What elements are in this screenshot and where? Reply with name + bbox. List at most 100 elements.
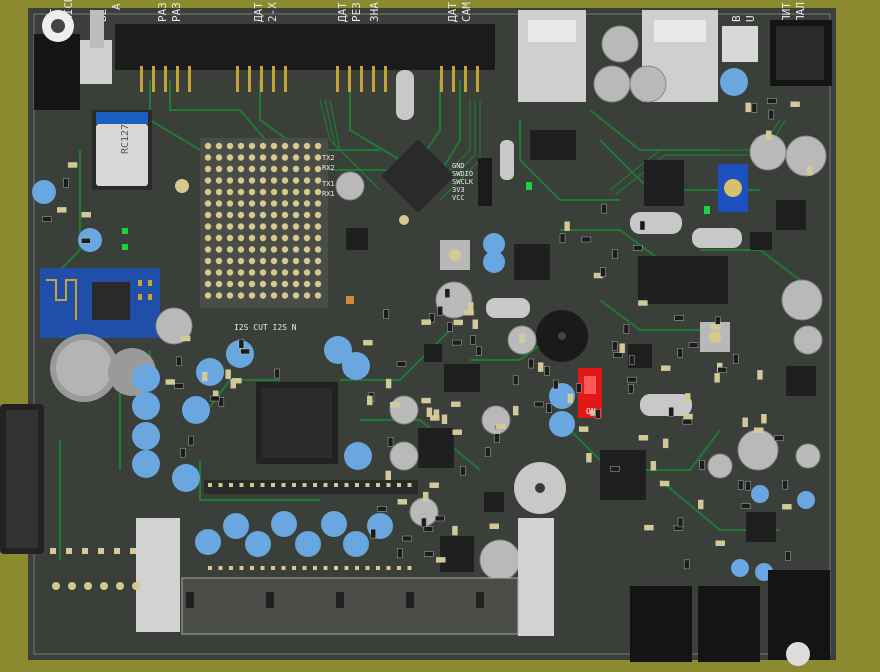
- header-pin: [365, 566, 370, 570]
- proto-pad: [281, 142, 289, 150]
- smd-part: [428, 313, 435, 323]
- pad: [132, 582, 140, 590]
- proto-pad: [292, 234, 300, 242]
- smd-part: [782, 479, 788, 490]
- proto-pad: [259, 200, 267, 207]
- edge-label: ДАТ: [336, 2, 349, 22]
- smd-part: [638, 435, 649, 441]
- header-pin: [292, 566, 296, 570]
- smd-part: [638, 300, 648, 306]
- proto-pad: [281, 234, 289, 242]
- proto-pad: [303, 188, 311, 196]
- proto-pad: [204, 177, 212, 184]
- proto-pad: [303, 165, 311, 173]
- smd-part: [564, 221, 570, 231]
- proto-pad: [215, 165, 223, 173]
- proto-pad: [270, 165, 278, 173]
- proto-pad: [237, 154, 245, 161]
- side-connector-face: [6, 410, 38, 548]
- proto-pad: [237, 246, 245, 253]
- smd-part: [698, 499, 704, 510]
- proto-pad: [259, 165, 267, 173]
- usb-port-1-slot: [528, 20, 576, 42]
- smd-part: [751, 103, 758, 113]
- usb-bridge-chip: [381, 139, 455, 213]
- proto-pad: [259, 188, 267, 196]
- trimmer-knob: [724, 179, 742, 197]
- smd-part: [180, 448, 186, 458]
- smd-part: [661, 365, 671, 371]
- usb-hub-chip: [530, 130, 576, 160]
- proto-pad: [281, 154, 289, 161]
- smd-part: [553, 379, 559, 390]
- proto-pad: [270, 292, 278, 299]
- proto-pad: [226, 257, 234, 265]
- proto-pad: [204, 165, 212, 173]
- proto-pad: [270, 246, 278, 253]
- smd-part: [546, 403, 552, 413]
- proto-pad: [237, 234, 245, 242]
- smd-part: [377, 506, 387, 512]
- smd-part: [662, 438, 669, 449]
- edge-label: ПИТ: [780, 2, 793, 22]
- header-pin: [260, 483, 265, 487]
- led-orange: [346, 296, 354, 304]
- proto-pad: [270, 234, 278, 242]
- smd-part: [761, 414, 767, 424]
- proto-pad: [259, 211, 267, 219]
- proto-pad: [248, 280, 256, 288]
- proto-pad: [314, 177, 322, 184]
- proto-pad: [237, 177, 245, 184]
- proto-pad: [248, 165, 256, 173]
- crystal-2: [692, 228, 742, 248]
- adc-chip: [514, 244, 550, 280]
- small-chip-4: [424, 344, 442, 362]
- smd-components: [41, 98, 813, 570]
- smd-part: [452, 339, 462, 346]
- proto-pad: [303, 257, 311, 265]
- proto-pad: [292, 223, 300, 230]
- pad: [52, 582, 60, 590]
- smd-part: [717, 367, 727, 373]
- edge-labels: ST MICR BL A РАЗ РАЗ ДАТ 2-Х ДАТ РЕЗ ЗНА…: [48, 0, 807, 22]
- header-pin: [292, 483, 296, 487]
- proto-pad: [270, 142, 278, 150]
- proto-pad: [237, 269, 245, 276]
- smd-part: [165, 379, 175, 385]
- proto-pad: [314, 280, 322, 288]
- smd-part: [402, 535, 412, 542]
- audio-jack-hole: [51, 19, 65, 33]
- smd-part: [528, 358, 534, 369]
- smd-part: [600, 267, 606, 277]
- bt-antenna: [96, 112, 148, 124]
- proto-pad: [292, 188, 300, 196]
- edge-label: ЗНА: [368, 2, 381, 22]
- proto-pad: [226, 269, 234, 276]
- bt-module-shield: [96, 124, 148, 186]
- smd-part: [174, 383, 184, 389]
- proto-pad: [204, 154, 212, 161]
- header-pin: [334, 483, 338, 487]
- smd-part: [470, 335, 476, 345]
- proto-pad: [226, 200, 234, 207]
- proto-pad: [204, 280, 212, 288]
- proto-grid-pads: [204, 142, 322, 299]
- header-pin: [397, 483, 401, 487]
- proto-pad: [314, 154, 322, 161]
- proto-pad: [259, 269, 267, 276]
- pad: [130, 548, 136, 554]
- proto-pad: [237, 142, 245, 150]
- proto-pad: [303, 292, 311, 299]
- smd-part: [423, 526, 434, 533]
- proto-pad: [237, 280, 245, 288]
- proto-pad: [259, 234, 267, 242]
- smd-part: [688, 342, 699, 348]
- proto-pad: [292, 269, 300, 276]
- proto-pad: [259, 280, 267, 288]
- proto-pad: [226, 154, 234, 161]
- smd-part: [559, 233, 566, 244]
- proto-pad: [270, 211, 278, 219]
- edge-label: A: [110, 3, 123, 10]
- proto-pad: [248, 269, 256, 276]
